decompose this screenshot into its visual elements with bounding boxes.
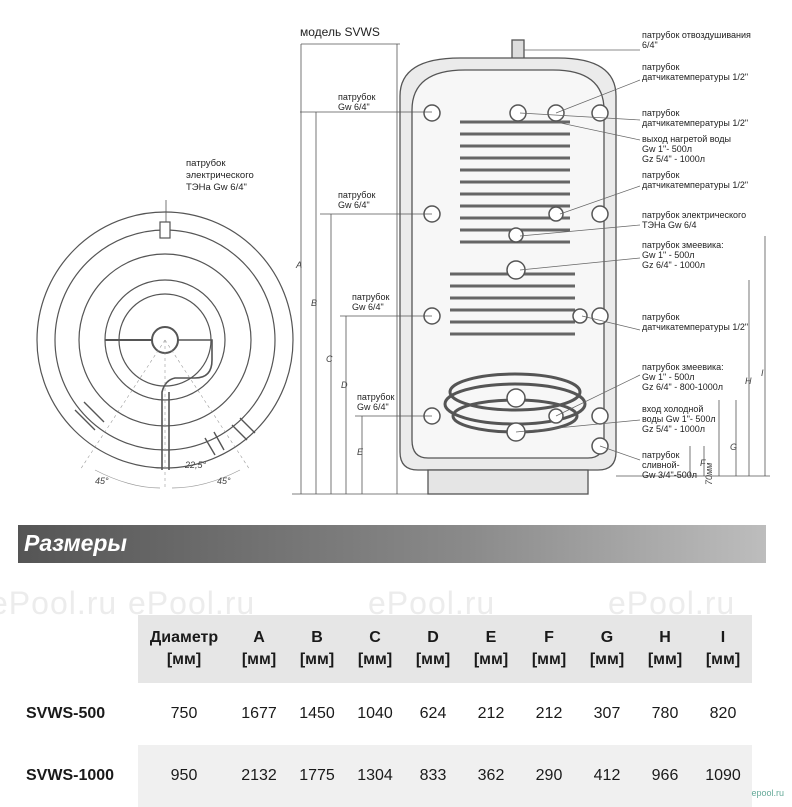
corner-watermark: epool.ru [751, 788, 784, 798]
col-header: Диаметр[мм] [138, 615, 230, 683]
dimension-lines [292, 43, 770, 495]
svg-text:патрубок: патрубок [642, 450, 679, 460]
model-label: модель SVWS [300, 25, 380, 39]
table-header-row: Диаметр[мм] A[мм] B[мм] C[мм] D[мм] E[мм… [0, 615, 752, 683]
svg-text:Gz 5/4" - 1000л: Gz 5/4" - 1000л [642, 154, 705, 164]
dim-h: H [745, 376, 752, 386]
col-header: I[мм] [694, 615, 752, 683]
table-row: SVWS-500 750 1677 1450 1040 624 212 212 … [0, 683, 752, 745]
svg-text:патрубок: патрубок [642, 312, 679, 322]
technical-drawing: патрубок электрического ТЭНа Gw 6/4" 45°… [36, 25, 770, 495]
dim-d: D [341, 380, 348, 390]
top-view [36, 211, 294, 489]
svg-text:патрубок змеевика:: патрубок змеевика: [642, 362, 724, 372]
svg-text:Gz 6/4" - 800-1000л: Gz 6/4" - 800-1000л [642, 382, 723, 392]
dim-70mm: 70мм [704, 463, 714, 485]
svg-text:ТЭНа Gw 6/4: ТЭНа Gw 6/4 [642, 220, 696, 230]
col-header: B[мм] [288, 615, 346, 683]
angle-right: 45° [217, 476, 231, 486]
svg-text:патрубок: патрубок [338, 190, 375, 200]
table-row: SVWS-1000 950 2132 1775 1304 833 362 290… [0, 745, 752, 807]
section-title: Размеры [24, 530, 128, 556]
dim-e: E [357, 447, 364, 457]
svg-text:патрубок: патрубок [642, 108, 679, 118]
svg-text:патрубок отвоздушивания: патрубок отвоздушивания [642, 30, 751, 40]
col-header: E[мм] [462, 615, 520, 683]
tank-side-view [399, 39, 617, 495]
svg-text:Gw 6/4": Gw 6/4" [352, 302, 384, 312]
model-cell: SVWS-1000 [0, 745, 138, 807]
dim-c: C [326, 354, 333, 364]
svg-text:патрубок: патрубок [338, 92, 375, 102]
svg-text:патрубок змеевика:: патрубок змеевика: [642, 240, 724, 250]
dim-a: A [295, 260, 302, 270]
svg-text:воды Gw 1"- 500л: воды Gw 1"- 500л [642, 414, 716, 424]
svg-text:Gw 6/4": Gw 6/4" [338, 102, 370, 112]
right-labels: патрубок отвоздушивания 6/4" патрубок да… [642, 30, 751, 480]
svg-text:Gw 1"- 500л: Gw 1"- 500л [642, 144, 692, 154]
svg-text:Gz 6/4" - 1000л: Gz 6/4" - 1000л [642, 260, 705, 270]
leader-lines [515, 49, 641, 461]
svg-text:Gw 6/4": Gw 6/4" [338, 200, 370, 210]
angle-left: 45° [95, 476, 109, 486]
heater-label-line1: патрубок [186, 158, 226, 169]
col-header: A[мм] [230, 615, 288, 683]
dim-g: G [730, 442, 737, 452]
svg-text:сливной-: сливной- [642, 460, 680, 470]
svg-text:патрубок: патрубок [642, 62, 679, 72]
svg-text:Gw 1" - 500л: Gw 1" - 500л [642, 250, 694, 260]
watermark: ePool.ru [0, 585, 118, 621]
svg-text:Gw 1" - 500л: Gw 1" - 500л [642, 372, 694, 382]
svg-text:выход нагретой воды: выход нагретой воды [642, 134, 731, 144]
heater-label-line2: электрического [186, 170, 254, 181]
col-header: G[мм] [578, 615, 636, 683]
dim-b: B [311, 298, 317, 308]
left-port-labels: патрубок Gw 6/4" патрубок Gw 6/4" патруб… [338, 92, 394, 412]
svg-text:вход холодной: вход холодной [642, 404, 703, 414]
angle-mid: 22,5° [184, 460, 207, 470]
dim-i: I [761, 368, 764, 378]
svg-text:патрубок электрического: патрубок электрического [642, 210, 746, 220]
svg-text:патрубок: патрубок [357, 392, 394, 402]
col-header: C[мм] [346, 615, 404, 683]
dimensions-table: Диаметр[мм] A[мм] B[мм] C[мм] D[мм] E[мм… [0, 615, 752, 807]
model-cell: SVWS-500 [26, 705, 106, 722]
svg-text:датчикатемпературы 1/2": датчикатемпературы 1/2" [642, 322, 748, 332]
svg-text:датчикатемпературы 1/2": датчикатемпературы 1/2" [642, 180, 748, 190]
svg-text:Gz 5/4" - 1000л: Gz 5/4" - 1000л [642, 424, 705, 434]
svg-text:патрубок: патрубок [642, 170, 679, 180]
svg-text:Gw 6/4": Gw 6/4" [357, 402, 389, 412]
col-header: H[мм] [636, 615, 694, 683]
svg-text:Gw 3/4"-500л: Gw 3/4"-500л [642, 470, 697, 480]
section-title-bar: Размеры [18, 525, 766, 563]
svg-text:датчикатемпературы 1/2": датчикатемпературы 1/2" [642, 118, 748, 128]
heater-label-line3: ТЭНа Gw 6/4" [186, 182, 247, 193]
svg-text:датчикатемпературы 1/2": датчикатемпературы 1/2" [642, 72, 748, 82]
svg-text:6/4": 6/4" [642, 40, 658, 50]
svg-text:патрубок: патрубок [352, 292, 389, 302]
dim-f: F [700, 458, 706, 468]
col-header: D[мм] [404, 615, 462, 683]
col-header: F[мм] [520, 615, 578, 683]
